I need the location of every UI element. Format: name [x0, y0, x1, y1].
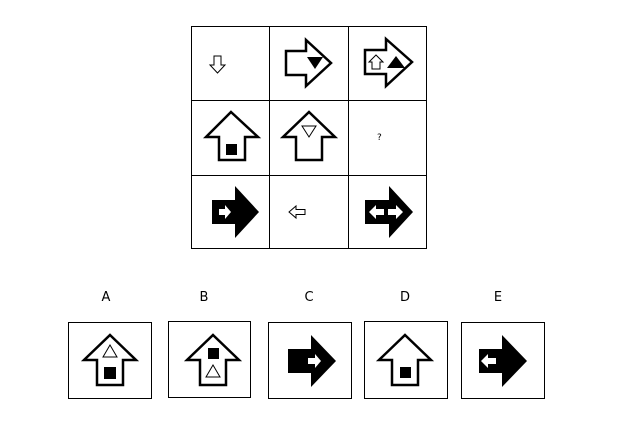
- cell-r3c1: [212, 186, 259, 238]
- small-outline-arrow-left-icon: [288, 204, 306, 220]
- grid-lines: [191, 26, 427, 249]
- option-d[interactable]: [364, 321, 448, 399]
- filled-square-icon: [400, 367, 411, 378]
- outline-triangle-up-icon: [205, 364, 221, 378]
- cell-r1c3: [363, 36, 414, 89]
- option-label-d: D: [399, 290, 410, 305]
- option-b[interactable]: [168, 321, 251, 398]
- filled-arrow-right-icon: [212, 186, 259, 238]
- option-label-b: B: [199, 290, 209, 305]
- outline-triangle-down-icon: [301, 125, 317, 138]
- option-a[interactable]: [68, 322, 152, 399]
- small-outline-arrow-down-icon: [208, 55, 227, 74]
- white-arrow-right-icon: [388, 205, 403, 219]
- option-c[interactable]: [268, 322, 352, 399]
- outline-triangle-up-icon: [102, 344, 118, 358]
- filled-arrow-right-icon: [479, 335, 527, 387]
- option-label-a: A: [101, 290, 111, 305]
- cell-r2c1: [202, 110, 262, 162]
- cell-r3c2: [288, 204, 306, 220]
- filled-triangle-up-icon: [387, 56, 405, 68]
- cell-r2c2: [279, 110, 339, 162]
- white-arrow-right-icon: [308, 354, 321, 368]
- outline-arrow-up-icon: [202, 110, 262, 162]
- option-e[interactable]: [461, 322, 545, 399]
- filled-triangle-down-icon: [307, 57, 323, 69]
- option-label-e: E: [493, 290, 503, 305]
- filled-square-icon: [208, 348, 219, 359]
- white-arrow-left-icon: [481, 354, 496, 368]
- missing-marker: ?: [377, 133, 382, 143]
- cell-r2c3: ?: [377, 133, 382, 143]
- outline-arrow-up-icon: [375, 333, 435, 387]
- cell-r3c3: [365, 186, 413, 238]
- small-outline-arrow-up-icon: [367, 54, 385, 70]
- outline-arrow-right-icon: [363, 36, 414, 89]
- option-label-c: C: [304, 290, 314, 305]
- cell-r1c2: [284, 37, 333, 89]
- outline-arrow-up-icon: [183, 333, 243, 387]
- white-arrow-right-icon: [219, 205, 231, 219]
- filled-square-icon: [226, 144, 237, 155]
- filled-square-icon: [104, 367, 116, 379]
- outline-arrow-right-icon: [284, 37, 333, 89]
- cell-r1c1: [208, 55, 227, 74]
- outline-arrow-up-icon: [279, 110, 339, 162]
- outline-arrow-up-icon: [80, 333, 140, 387]
- white-arrow-left-icon: [369, 205, 384, 219]
